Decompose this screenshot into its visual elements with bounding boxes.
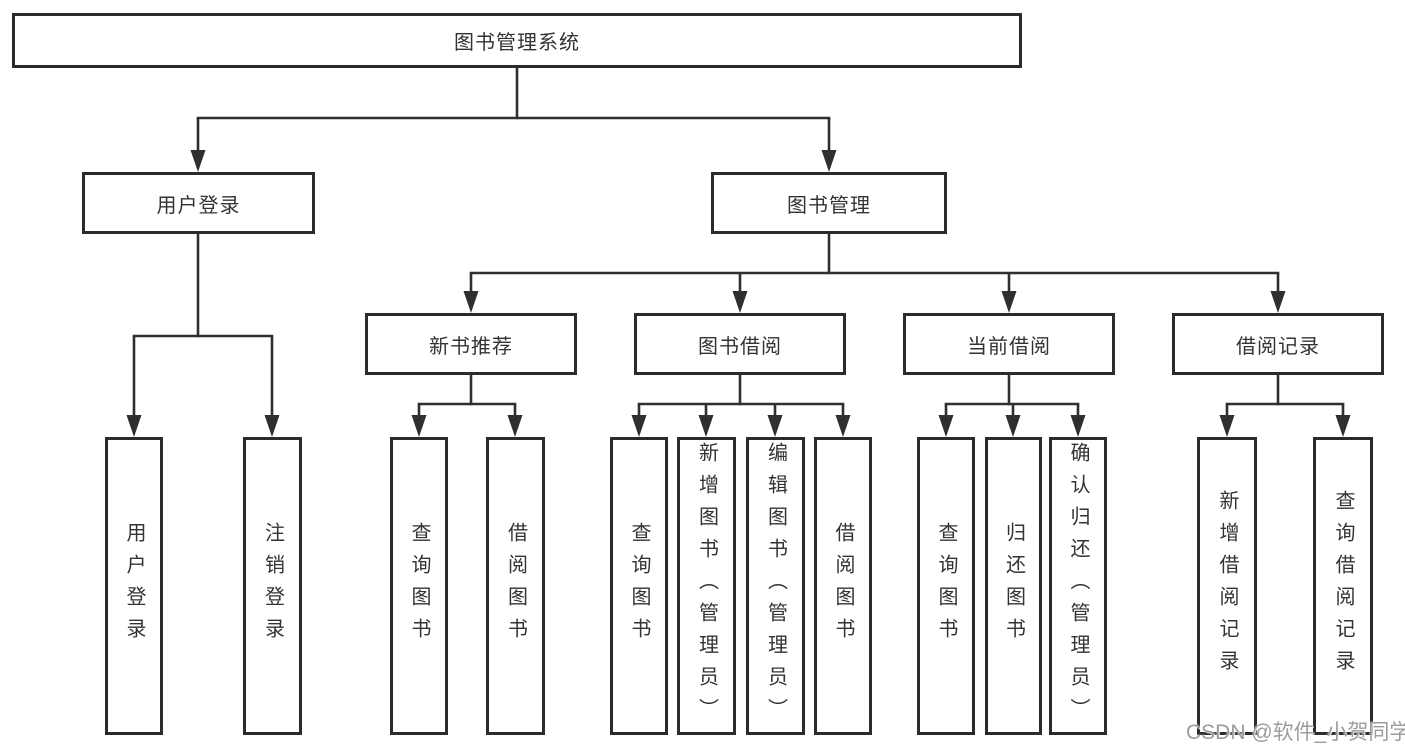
connector-book-management-to-level3 bbox=[463, 234, 1286, 313]
node-query-books-current: 查询图书 bbox=[917, 437, 975, 735]
arrowhead-icon bbox=[1070, 415, 1086, 437]
node-label: 用户登录 bbox=[123, 522, 145, 650]
node-book-management: 图书管理 bbox=[711, 172, 947, 234]
arrowhead-icon bbox=[411, 415, 427, 437]
node-label: 新增图书（管理员） bbox=[695, 442, 718, 730]
node-confirm-return-admin: 确认归还（管理员） bbox=[1049, 437, 1107, 735]
node-logout: 注销登录 bbox=[243, 437, 302, 735]
node-label: 借阅图书 bbox=[832, 522, 854, 650]
arrowhead-icon bbox=[190, 150, 206, 172]
connector-current-borrowing-to-children bbox=[938, 375, 1086, 437]
node-label: 查询图书 bbox=[935, 522, 957, 650]
node-return-books: 归还图书 bbox=[985, 437, 1042, 735]
node-current-borrowing: 当前借阅 bbox=[903, 313, 1115, 375]
node-library-management-system: 图书管理系统 bbox=[12, 13, 1022, 68]
arrowhead-icon bbox=[1270, 291, 1286, 313]
arrowhead-icon bbox=[463, 291, 479, 313]
node-borrow-books-recommend: 借阅图书 bbox=[486, 437, 545, 735]
node-label: 借阅记录 bbox=[1236, 335, 1320, 358]
node-user-login: 用户登录 bbox=[82, 172, 315, 234]
arrowhead-icon bbox=[126, 415, 142, 437]
arrowhead-icon bbox=[1001, 291, 1017, 313]
node-label: 确认归还（管理员） bbox=[1067, 442, 1089, 730]
arrowhead-icon bbox=[938, 415, 954, 437]
node-label: 新增借阅记录 bbox=[1216, 490, 1238, 682]
node-label: 新书推荐 bbox=[429, 335, 513, 358]
node-query-borrow-record: 查询借阅记录 bbox=[1313, 437, 1373, 735]
connector-book-borrowing-to-children bbox=[631, 375, 851, 437]
arrowhead-icon bbox=[698, 415, 714, 437]
arrowhead-icon bbox=[821, 150, 837, 172]
arrowhead-icon bbox=[1219, 415, 1235, 437]
node-label: 编辑图书（管理员） bbox=[764, 442, 787, 730]
node-label: 图书管理 bbox=[787, 194, 871, 217]
connector-new-book-rec-to-children bbox=[411, 375, 523, 437]
connector-root-to-level2 bbox=[190, 68, 837, 172]
node-borrowing-records: 借阅记录 bbox=[1172, 313, 1384, 375]
node-user-login-action: 用户登录 bbox=[105, 437, 163, 735]
node-book-borrowing: 图书借阅 bbox=[634, 313, 846, 375]
node-label: 借阅图书 bbox=[504, 522, 527, 650]
arrowhead-icon bbox=[732, 291, 748, 313]
arrowhead-icon bbox=[631, 415, 647, 437]
node-label: 查询图书 bbox=[628, 522, 650, 650]
node-add-book-admin: 新增图书（管理员） bbox=[677, 437, 736, 735]
node-label: 当前借阅 bbox=[967, 335, 1051, 358]
node-label: 图书管理系统 bbox=[454, 32, 580, 54]
connector-borrowing-records-to-children bbox=[1219, 375, 1351, 437]
arrowhead-icon bbox=[264, 415, 280, 437]
node-label: 查询图书 bbox=[408, 522, 430, 650]
node-label: 归还图书 bbox=[1002, 522, 1025, 650]
arrowhead-icon bbox=[1335, 415, 1351, 437]
csdn-watermark: CSDN @软件_小贺同学 bbox=[1186, 721, 1405, 744]
node-query-books-recommend: 查询图书 bbox=[390, 437, 448, 735]
connector-user-login-to-children bbox=[126, 234, 280, 437]
arrowhead-icon bbox=[507, 415, 523, 437]
node-add-borrow-record: 新增借阅记录 bbox=[1197, 437, 1257, 735]
node-query-books-borrowing: 查询图书 bbox=[610, 437, 668, 735]
node-edit-book-admin: 编辑图书（管理员） bbox=[746, 437, 805, 735]
node-label: 图书借阅 bbox=[698, 335, 782, 358]
arrowhead-icon bbox=[835, 415, 851, 437]
node-borrow-books-borrowing: 借阅图书 bbox=[814, 437, 872, 735]
node-new-book-recommendation: 新书推荐 bbox=[365, 313, 577, 375]
node-label: 查询借阅记录 bbox=[1332, 490, 1354, 682]
node-label: 注销登录 bbox=[261, 522, 284, 650]
arrowhead-icon bbox=[767, 415, 783, 437]
arrowhead-icon bbox=[1005, 415, 1021, 437]
node-label: 用户登录 bbox=[156, 194, 241, 217]
